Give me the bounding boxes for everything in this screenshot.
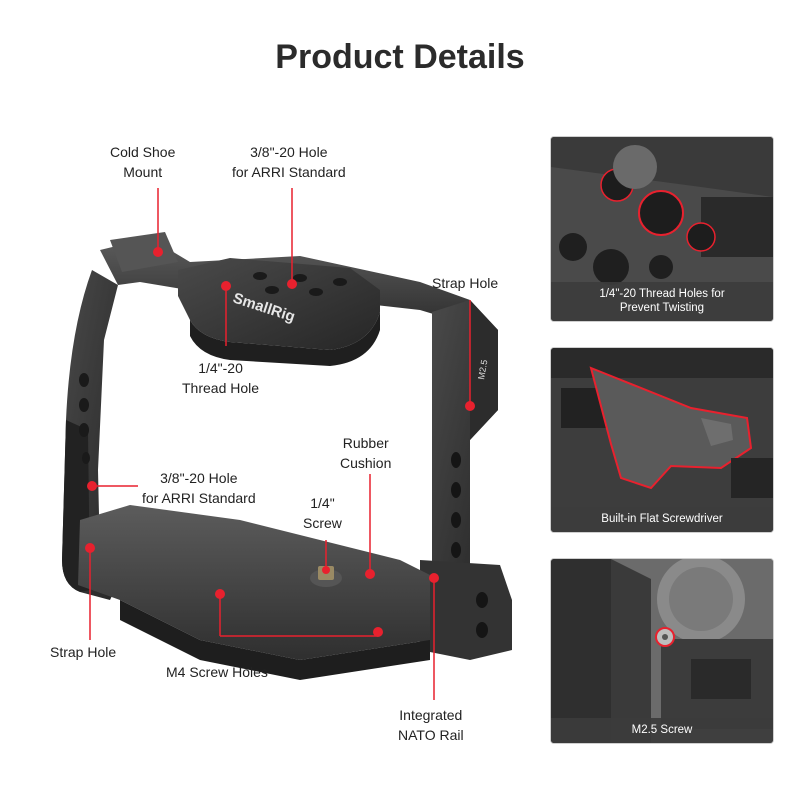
- panel-caption-m25-screw: M2.5 Screw: [551, 718, 773, 743]
- callout-dots: [85, 247, 475, 637]
- panel-caption-flat-screwdriver: Built-in Flat Screwdriver: [551, 507, 773, 532]
- left-side-holes: [79, 373, 90, 464]
- m25-screw-closeup: [551, 559, 773, 743]
- detail-panel-m25-screw: M2.5 Screw: [550, 558, 774, 744]
- top-plate-holes: [253, 272, 347, 296]
- cage-base: [78, 505, 430, 680]
- label-strap-hole-left: Strap Hole: [50, 644, 117, 660]
- cage-right-side: [420, 300, 512, 660]
- right-side-holes: [451, 452, 488, 638]
- cage-top-bar: [100, 232, 470, 366]
- camera-cage-illustration: SmallRig M2.5: [62, 188, 512, 700]
- label-m4-screw-holes: M4 Screw Holes: [166, 664, 268, 680]
- label-strap-hole-right: Strap Hole: [432, 275, 499, 291]
- page-title: Product Details: [275, 38, 525, 76]
- callout-lines: [89, 188, 471, 700]
- detail-panel-flat-screwdriver: Built-in Flat Screwdriver: [550, 347, 774, 533]
- m25-engraving: M2.5: [476, 359, 489, 380]
- flat-screwdriver-closeup: [551, 348, 773, 532]
- label-quarter-screw: 1/4"Screw: [303, 495, 342, 531]
